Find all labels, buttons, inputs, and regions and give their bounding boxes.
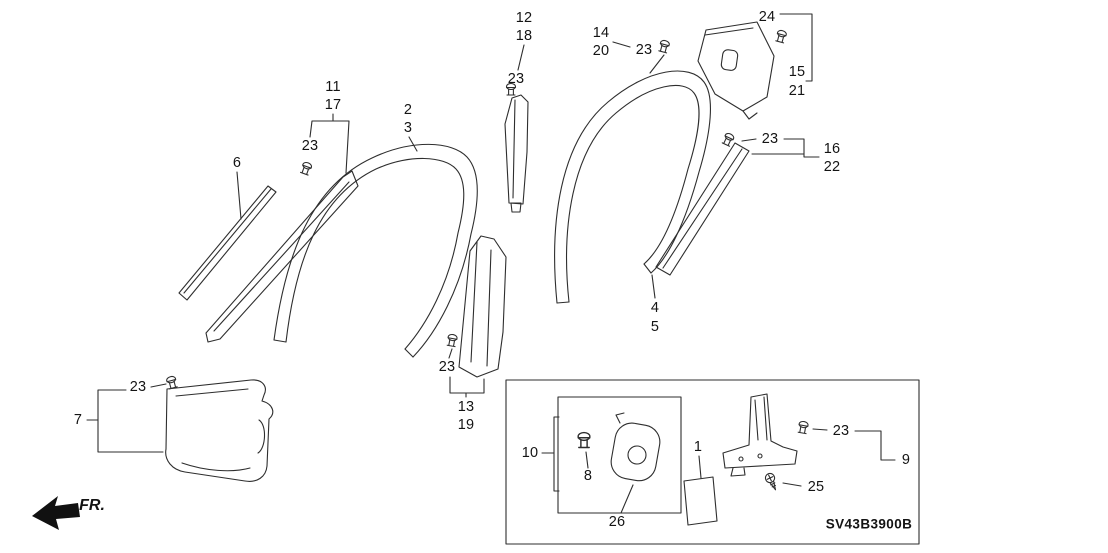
callout-3: 3 (403, 119, 413, 136)
callout-1: 1 (693, 438, 703, 455)
center-pillar-upper-garnish (504, 94, 529, 213)
front-pillar-garnish (205, 170, 359, 343)
callout-2: 2 (403, 101, 413, 118)
callout-21: 21 (788, 82, 806, 99)
callout-18: 18 (515, 27, 533, 44)
callout-23: 23 (301, 137, 319, 154)
callout-19: 19 (457, 416, 475, 433)
rear-side-garnish (655, 142, 750, 276)
diagram-code: SV43B3900B (825, 516, 913, 532)
clip-icon (797, 420, 810, 435)
callout-8: 8 (583, 467, 593, 484)
callout-13: 13 (457, 398, 475, 415)
callout-11: 11 (325, 78, 341, 95)
callout-23: 23 (635, 41, 653, 58)
front-door-opening-seal (273, 143, 478, 358)
fr-arrow-icon (32, 496, 80, 530)
callout-7: 7 (73, 411, 83, 428)
rear-kick-panel (722, 393, 798, 477)
callout-26: 26 (608, 513, 626, 530)
callout-23: 23 (507, 70, 525, 87)
screw-icon (763, 471, 781, 493)
trim-sheet (683, 476, 718, 526)
callout-12: 12 (515, 9, 533, 26)
callout-24: 24 (758, 8, 776, 25)
inset-box (557, 396, 682, 514)
callout-20: 20 (592, 42, 610, 59)
callout-6: 6 (232, 154, 242, 171)
clip-icon (577, 431, 591, 449)
callout-15: 15 (788, 63, 806, 80)
callout-14: 14 (592, 24, 610, 41)
callout-25: 25 (807, 478, 825, 495)
clip-icon (165, 375, 179, 390)
rear-door-opening-seal (554, 70, 711, 304)
front-pillar-strip (178, 185, 277, 301)
callout-16: 16 (823, 140, 841, 157)
clip-icon (657, 39, 671, 54)
callout-23: 23 (129, 378, 147, 395)
rear-pillar-garnish (697, 21, 775, 120)
clip-icon (446, 333, 459, 348)
callout-5: 5 (650, 318, 660, 335)
clip-icon (774, 29, 788, 44)
callout-23: 23 (438, 358, 456, 375)
clip-icon (721, 131, 736, 147)
callout-22: 22 (823, 158, 841, 175)
callout-17: 17 (324, 96, 342, 113)
callout-9: 9 (901, 451, 911, 468)
clip-icon (299, 160, 314, 176)
grommet (610, 412, 661, 482)
fr-direction-label: FR. (79, 497, 105, 514)
callout-10: 10 (521, 444, 539, 461)
leader-lines (86, 13, 896, 514)
callout-23: 23 (761, 130, 779, 147)
center-pillar-lower-garnish (458, 235, 507, 378)
callout-23: 23 (832, 422, 850, 439)
front-kick-panel (165, 379, 274, 482)
detail-box (505, 379, 920, 545)
callout-4: 4 (650, 299, 660, 316)
